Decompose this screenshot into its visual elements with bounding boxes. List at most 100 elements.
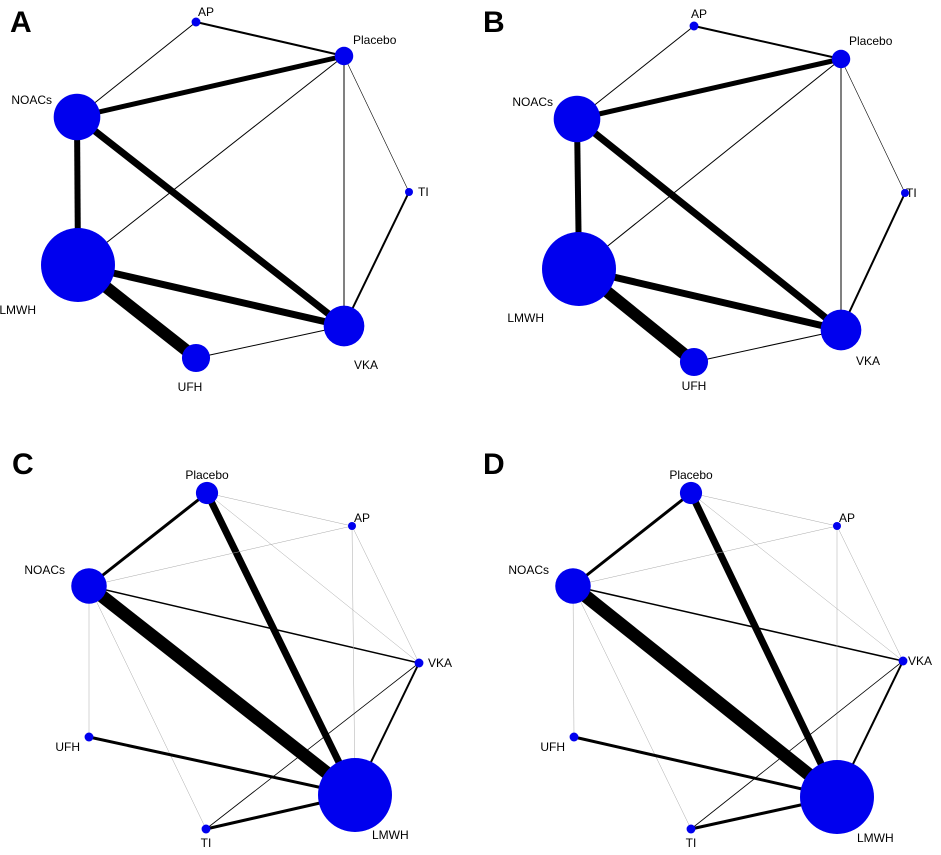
edge-placebo-vka — [206, 492, 420, 664]
edge-placebo-vka — [690, 492, 904, 662]
edge-ufh-lmwh — [573, 735, 838, 799]
node-ufh — [84, 732, 94, 742]
edge-ap-lmwh — [351, 525, 356, 796]
node-label-ap: AP — [198, 5, 214, 19]
node-label-ap: AP — [354, 511, 370, 525]
node-ufh — [569, 732, 579, 742]
edge-ap-placebo — [195, 21, 345, 57]
edge-noacs-ap — [572, 525, 838, 587]
edge-vka-ti — [690, 660, 904, 830]
edge-lmwh-placebo — [578, 58, 842, 270]
node-label-lmwh: LMWH — [372, 828, 409, 842]
node-ti — [901, 189, 909, 197]
node-label-ti: TI — [686, 836, 697, 850]
edge-placebo-lmwh — [203, 491, 359, 797]
node-lmwh — [318, 758, 392, 832]
node-vka — [898, 656, 908, 666]
edge-noacs-vka — [88, 585, 420, 664]
node-noacs — [553, 95, 601, 143]
edge-noacs-placebo — [576, 56, 842, 122]
edge-noacs-vka — [574, 116, 844, 333]
panel-label-c: C — [12, 448, 34, 481]
edge-ap-noacs — [576, 25, 695, 120]
edge-ap-placebo — [693, 25, 842, 60]
edge-ti-vka — [840, 192, 906, 331]
node-label-placebo: Placebo — [353, 33, 397, 47]
node-placebo — [679, 481, 703, 505]
node-label-vka: VKA — [856, 354, 880, 368]
edge-ap-noacs — [76, 21, 197, 118]
node-ap — [833, 522, 841, 530]
node-label-placebo: Placebo — [669, 468, 713, 482]
edge-lmwh-vka — [77, 261, 345, 330]
panel-label-b: B — [483, 6, 505, 39]
node-noacs — [71, 568, 107, 604]
edge-ti-vka — [343, 191, 410, 327]
edge-noacs-ti — [88, 585, 207, 830]
node-lmwh — [41, 228, 115, 302]
edge-noacs-ap — [88, 525, 353, 587]
node-ti — [686, 824, 696, 834]
edge-noacs-vka — [74, 114, 347, 329]
edge-ap-vka — [351, 525, 420, 664]
node-vka — [414, 658, 424, 668]
node-label-lmwh: LMWH — [857, 831, 894, 845]
node-label-vka: VKA — [354, 358, 378, 372]
edge-noacs-placebo — [76, 53, 345, 120]
node-label-noacs: NOACs — [24, 563, 65, 577]
edge-lmwh-vka — [578, 265, 842, 334]
edge-ufh-lmwh — [88, 735, 356, 797]
node-ap — [689, 21, 699, 31]
node-vka — [323, 305, 365, 347]
node-label-ufh: UFH — [682, 379, 707, 393]
edge-ufh-vka — [693, 329, 842, 363]
edge-placebo-ti — [840, 58, 906, 194]
edge-vka-ti — [205, 662, 420, 830]
node-ap — [348, 522, 356, 530]
edge-noacs-lmwh — [84, 580, 360, 801]
node-label-placebo: Placebo — [185, 468, 229, 482]
node-label-vka: VKA — [428, 656, 452, 670]
node-placebo — [831, 49, 851, 69]
node-label-ufh: UFH — [178, 380, 203, 394]
edge-ufh-vka — [195, 325, 345, 359]
node-lmwh — [800, 760, 874, 834]
node-label-ti: TI — [906, 186, 917, 200]
node-label-noacs: NOACs — [11, 93, 52, 107]
edge-noacs-vka — [572, 585, 904, 662]
node-label-ufh: UFH — [55, 740, 80, 754]
edge-noacs-placebo — [572, 491, 692, 588]
node-ti — [405, 188, 413, 196]
node-label-vka: VKA — [908, 654, 932, 668]
edge-lmwh-placebo — [77, 55, 345, 266]
node-label-lmwh: LMWH — [507, 311, 544, 325]
node-label-placebo: Placebo — [849, 34, 893, 48]
edge-noacs-placebo — [88, 491, 208, 588]
node-label-ti: TI — [201, 836, 212, 850]
node-label-ap: AP — [691, 7, 707, 21]
panel-label-d: D — [483, 448, 505, 481]
node-label-noacs: NOACs — [512, 95, 553, 109]
edge-placebo-ti — [343, 55, 410, 193]
node-ufh — [679, 347, 709, 377]
node-placebo — [334, 46, 354, 66]
panel-label-a: A — [10, 6, 32, 39]
node-label-ap: AP — [839, 511, 855, 525]
node-noacs — [53, 93, 101, 141]
node-noacs — [555, 568, 591, 604]
edge-placebo-lmwh — [687, 491, 841, 799]
node-label-ti: TI — [418, 185, 429, 199]
node-ufh — [181, 343, 211, 373]
edge-noacs-ufh — [572, 585, 575, 738]
node-placebo — [195, 481, 219, 505]
edge-noacs-lmwh — [568, 580, 842, 803]
edge-placebo-ap — [206, 492, 353, 527]
node-label-noacs: NOACs — [508, 563, 549, 577]
node-vka — [820, 309, 862, 351]
edge-placebo-ap — [690, 492, 838, 527]
